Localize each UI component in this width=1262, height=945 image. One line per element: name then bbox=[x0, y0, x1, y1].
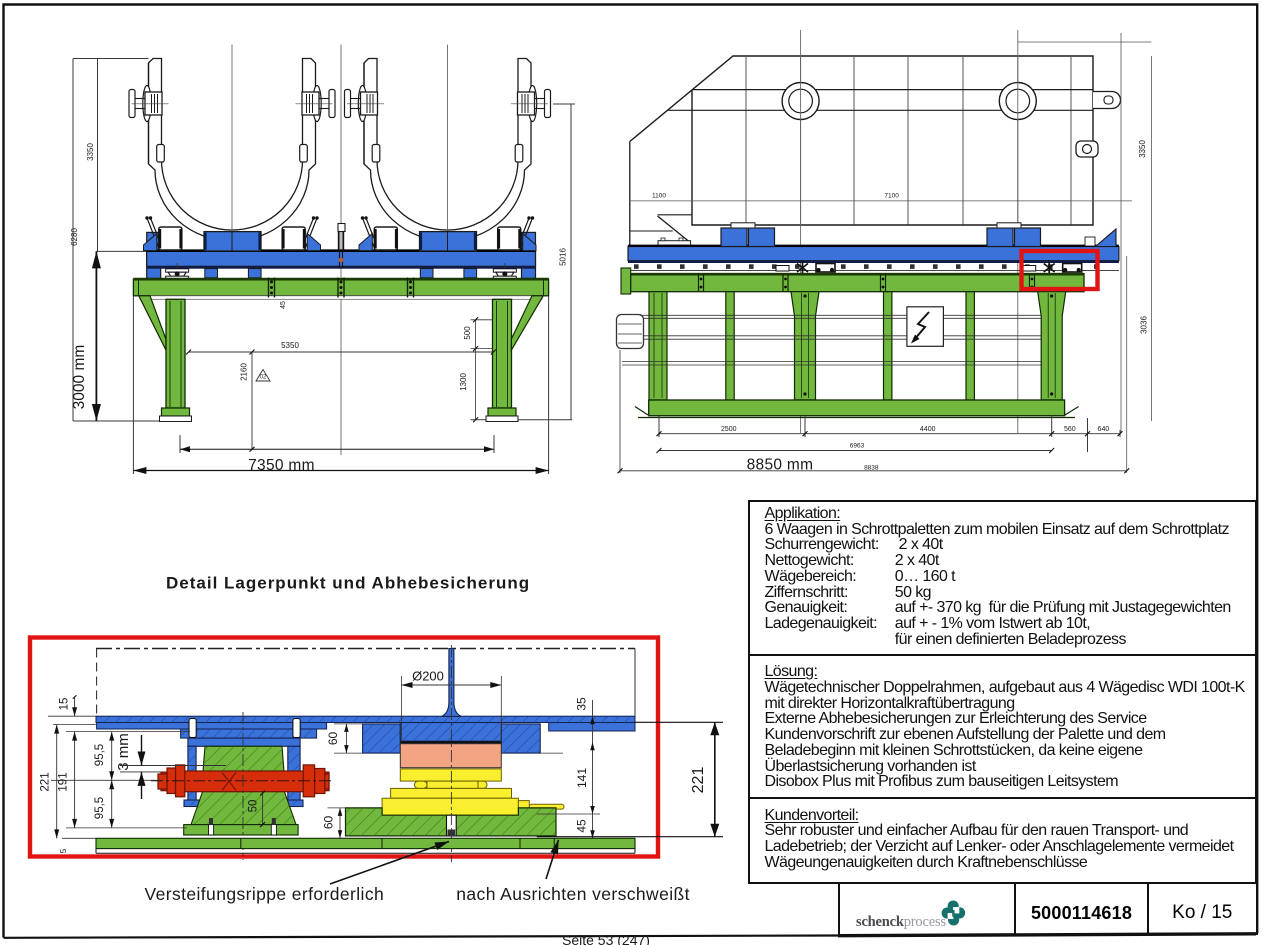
svg-text:3350: 3350 bbox=[86, 143, 95, 161]
svg-text:95,5: 95,5 bbox=[94, 744, 106, 766]
svg-text:560: 560 bbox=[1064, 426, 1076, 433]
svg-text:45: 45 bbox=[575, 819, 589, 833]
svg-text:Detail Lagerpunkt und Abhebesi: Detail Lagerpunkt und Abhebesicherung bbox=[166, 574, 530, 593]
svg-text:640: 640 bbox=[1098, 426, 1110, 433]
svg-text:45: 45 bbox=[280, 301, 287, 309]
svg-text:3036: 3036 bbox=[1140, 316, 1149, 334]
svg-text:3 mm: 3 mm bbox=[115, 733, 132, 771]
svg-text:35: 35 bbox=[575, 697, 589, 711]
svg-text:nach Ausrichten verschweißt: nach Ausrichten verschweißt bbox=[456, 884, 690, 904]
svg-text:500: 500 bbox=[463, 326, 472, 340]
svg-text:15: 15 bbox=[59, 698, 71, 711]
svg-text:02: 02 bbox=[260, 375, 267, 381]
svg-text:6963: 6963 bbox=[850, 442, 865, 449]
svg-text:1100: 1100 bbox=[652, 193, 666, 200]
svg-text:2160: 2160 bbox=[240, 363, 249, 381]
svg-text:7350 mm: 7350 mm bbox=[248, 457, 315, 474]
svg-text:50: 50 bbox=[248, 800, 260, 813]
svg-text:3000 mm: 3000 mm bbox=[71, 345, 88, 410]
svg-text:Versteifungsrippe erforderlich: Versteifungsrippe erforderlich bbox=[145, 884, 385, 904]
svg-text:5: 5 bbox=[59, 848, 68, 853]
svg-text:7100: 7100 bbox=[884, 193, 899, 200]
svg-text:221: 221 bbox=[40, 772, 52, 791]
svg-text:8850 mm: 8850 mm bbox=[747, 457, 814, 474]
svg-text:2500: 2500 bbox=[721, 426, 737, 433]
svg-text:221: 221 bbox=[690, 767, 707, 794]
svg-text:Ø200: Ø200 bbox=[412, 669, 444, 684]
svg-text:1300: 1300 bbox=[459, 373, 468, 391]
svg-text:4400: 4400 bbox=[920, 426, 936, 433]
svg-text:5350: 5350 bbox=[281, 341, 299, 350]
svg-text:6280: 6280 bbox=[70, 228, 79, 246]
svg-text:60: 60 bbox=[322, 816, 336, 830]
svg-text:95,5: 95,5 bbox=[94, 797, 106, 819]
svg-text:141: 141 bbox=[575, 768, 589, 788]
svg-text:5016: 5016 bbox=[559, 248, 568, 266]
svg-text:60: 60 bbox=[326, 732, 340, 746]
svg-text:8838: 8838 bbox=[864, 464, 879, 471]
svg-text:3350: 3350 bbox=[1138, 140, 1147, 158]
svg-text:191: 191 bbox=[58, 772, 70, 791]
svg-text:Seite 53 (247): Seite 53 (247) bbox=[562, 932, 650, 945]
